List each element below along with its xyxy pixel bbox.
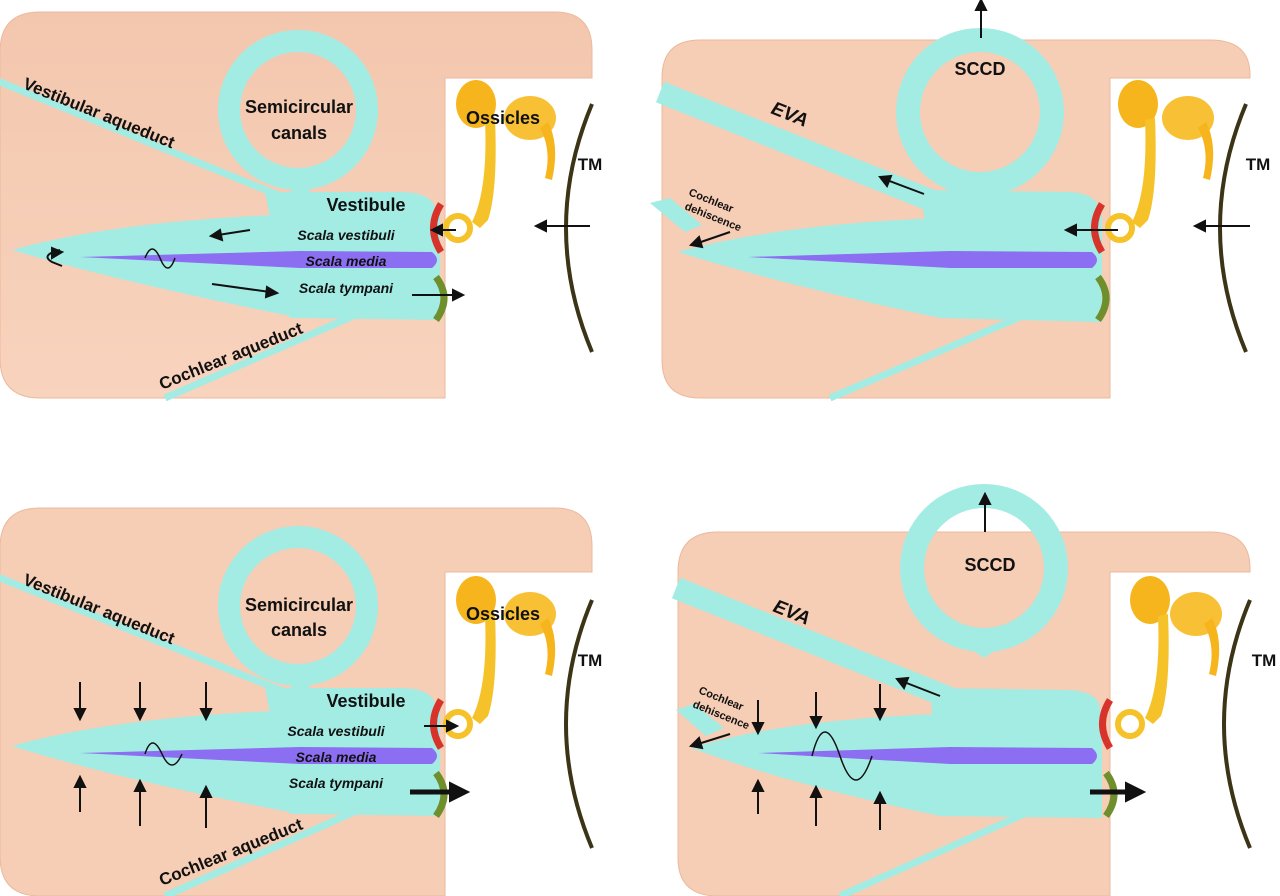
semicircular-label-line1: Semicircular	[245, 595, 353, 615]
oval-window	[1091, 202, 1106, 254]
oval-window	[430, 698, 445, 750]
vestibule-label: Vestibule	[326, 195, 405, 215]
pressure-arrows	[73, 682, 471, 828]
scala-tympani-label: Scala tympani	[299, 280, 394, 296]
eva	[655, 81, 955, 219]
eva	[671, 577, 975, 717]
diagram-normal-bone: Vestibular aqueduct Semicircular canals …	[0, 507, 603, 896]
semicircular-label-line2: canals	[271, 620, 327, 640]
oval-window	[430, 202, 445, 254]
tympanic-membrane	[564, 599, 594, 849]
panel-third-window-air: SCCD EVA TM Cochlear dehiscence	[640, 0, 1280, 448]
diagram-normal-air: Vestibular aqueduct Semicircular canals …	[0, 11, 603, 402]
ossicles	[443, 80, 556, 243]
cochlea-fluid	[678, 215, 1102, 322]
ossicles	[443, 576, 556, 739]
panel-normal-bone: Vestibular aqueduct Semicircular canals …	[0, 448, 640, 896]
tympanic-membrane	[564, 103, 594, 353]
oval-window	[1099, 698, 1114, 750]
tympanic-membrane	[1218, 103, 1248, 353]
flow-arrows	[688, 0, 1250, 249]
tm-label: TM	[1246, 155, 1271, 174]
sccd-label: SCCD	[954, 59, 1005, 79]
tm-label: TM	[578, 155, 603, 174]
semicircular-label-line1: Semicircular	[245, 97, 353, 117]
cochlea-fluid	[12, 212, 440, 320]
scala-media-label: Scala media	[296, 749, 377, 765]
sccd-label: SCCD	[964, 555, 1015, 575]
panel-third-window-bone: SCCD EVA TM Cochlear dehiscence	[640, 448, 1280, 896]
scala-media	[80, 251, 437, 268]
round-window	[433, 274, 448, 323]
scala-vestibuli-label: Scala vestibuli	[297, 227, 395, 243]
scala-media	[80, 747, 437, 764]
flow-arrows	[46, 219, 590, 302]
panel-normal-air: Vestibular aqueduct Semicircular canals …	[0, 0, 640, 448]
diagram-third-window-bone: SCCD EVA TM Cochlear dehiscence	[671, 484, 1277, 896]
scala-media-label: Scala media	[306, 253, 387, 269]
tympanic-membrane	[1222, 599, 1252, 849]
cochlear-dehiscence	[676, 704, 724, 736]
vestibular-aqueduct	[0, 574, 322, 710]
vestibular-aqueduct	[0, 78, 322, 216]
diagram-third-window-air: SCCD EVA TM Cochlear dehiscence	[650, 0, 1271, 402]
cochlea-fluid	[12, 706, 440, 816]
ossicles	[1105, 80, 1214, 243]
cochlear-dehiscence	[650, 198, 702, 232]
scala-vestibuli-label: Scala vestibuli	[287, 723, 385, 739]
scala-tympani-label: Scala tympani	[289, 775, 384, 791]
scala-media	[748, 251, 1097, 268]
tm-label: TM	[578, 651, 603, 670]
ossicles-label: Ossicles	[466, 604, 540, 624]
semicircular-label-line2: canals	[271, 123, 327, 143]
tm-label: TM	[1252, 651, 1277, 670]
scala-media	[758, 747, 1097, 764]
pressure-arrows	[688, 491, 1147, 830]
ossicles	[1115, 576, 1222, 739]
round-window	[1095, 274, 1110, 323]
vestibule-label: Vestibule	[326, 691, 405, 711]
cochlea-fluid	[692, 710, 1102, 818]
ossicles-label: Ossicles	[466, 108, 540, 128]
